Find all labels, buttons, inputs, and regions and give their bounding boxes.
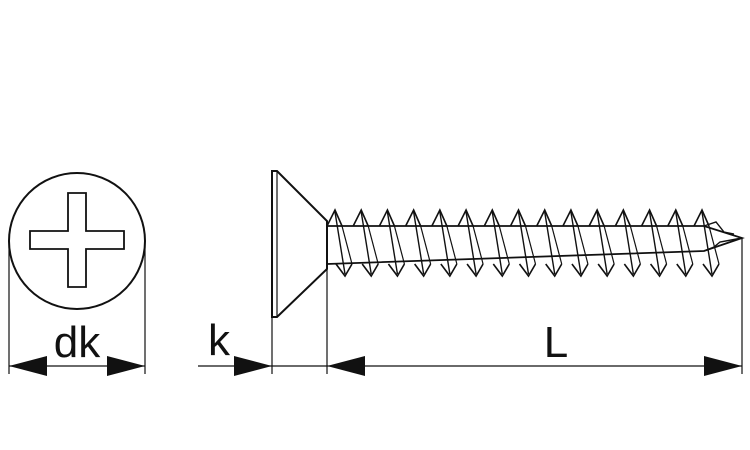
thread-crest-upper bbox=[588, 208, 605, 227]
thread-crest-upper bbox=[326, 208, 343, 227]
head-top-view bbox=[8, 172, 146, 310]
thread-flank-back bbox=[577, 225, 589, 265]
thread-flank bbox=[675, 211, 687, 275]
thread-crest-lower bbox=[623, 263, 642, 278]
thread-flank-back bbox=[603, 225, 615, 265]
thread-flank bbox=[360, 211, 372, 275]
dk-label: dk bbox=[54, 318, 101, 367]
thread-flank-back bbox=[708, 225, 720, 265]
thread-flank bbox=[544, 211, 556, 275]
k-dimension: k bbox=[198, 269, 328, 376]
thread-flank-back bbox=[682, 225, 694, 265]
thread-crest-upper bbox=[693, 208, 710, 227]
thread-crest-upper bbox=[562, 208, 579, 227]
thread-flank-back bbox=[629, 225, 641, 265]
thread-flank-back bbox=[393, 225, 406, 265]
thread-flank bbox=[517, 211, 530, 275]
thread-crest-lower bbox=[571, 263, 589, 278]
screw-tip-thread bbox=[703, 221, 743, 252]
length-label: L bbox=[544, 318, 568, 367]
k-arrow bbox=[234, 356, 272, 376]
thread-flank bbox=[701, 211, 713, 275]
thread-crest-upper bbox=[535, 208, 553, 227]
thread-flank-back bbox=[551, 225, 563, 265]
thread-flank-back bbox=[472, 225, 484, 265]
thread-crest-lower bbox=[676, 263, 694, 278]
thread-crest-lower bbox=[414, 263, 432, 278]
thread-crest-upper bbox=[378, 208, 396, 227]
thread-crest-upper bbox=[457, 208, 474, 227]
screw-side-view bbox=[271, 170, 745, 318]
thread-crest-upper bbox=[640, 208, 658, 227]
thread-crest-upper bbox=[509, 208, 527, 227]
thread-flank bbox=[570, 211, 582, 275]
thread-crest-lower bbox=[361, 263, 379, 278]
thread-crest-upper bbox=[352, 208, 369, 227]
thread-crest-lower bbox=[702, 263, 720, 278]
thread-crest-lower bbox=[387, 263, 406, 278]
thread-crest-lower bbox=[649, 263, 668, 278]
thread-crest-lower bbox=[492, 263, 510, 278]
thread-flank-back bbox=[498, 225, 510, 265]
length-arrow-right bbox=[704, 356, 742, 376]
thread-crest-upper bbox=[483, 208, 501, 227]
dk-arrow-right bbox=[107, 356, 145, 376]
thread-crest-upper bbox=[614, 208, 632, 227]
thread-flank-back bbox=[367, 225, 379, 265]
thread-crest-lower bbox=[440, 263, 458, 278]
thread-flank-back bbox=[420, 225, 432, 265]
thread-flank-back bbox=[446, 225, 458, 265]
thread-crest-upper bbox=[431, 208, 448, 227]
length-arrow-left bbox=[327, 356, 365, 376]
thread-flank bbox=[491, 211, 503, 275]
screw-head bbox=[271, 170, 328, 318]
thread-flank bbox=[386, 211, 399, 275]
thread-crest-lower bbox=[545, 263, 563, 278]
phillips-recess-icon bbox=[29, 192, 125, 288]
thread-crest-lower bbox=[597, 263, 615, 278]
thread-flank bbox=[465, 211, 477, 275]
thread-flank bbox=[412, 211, 425, 275]
thread-flank bbox=[596, 211, 608, 275]
length-dimension: L bbox=[327, 238, 743, 376]
thread-flank-back bbox=[655, 225, 668, 265]
thread-crest-upper bbox=[404, 208, 422, 227]
thread-crest-lower bbox=[335, 263, 353, 278]
thread-flank-back bbox=[524, 225, 537, 265]
thread-flank bbox=[622, 211, 635, 275]
thread-flank bbox=[334, 211, 346, 275]
thread-crest-lower bbox=[466, 263, 484, 278]
dk-arrow-left bbox=[9, 356, 47, 376]
thread-flank bbox=[439, 211, 451, 275]
thread-group bbox=[326, 208, 743, 278]
thread-flank bbox=[648, 211, 661, 275]
thread-flank-back bbox=[341, 225, 353, 265]
k-label: k bbox=[208, 316, 231, 365]
thread-crest-lower bbox=[518, 263, 537, 278]
thread-crest-upper bbox=[667, 208, 684, 227]
dk-dimension: dk bbox=[8, 241, 146, 376]
